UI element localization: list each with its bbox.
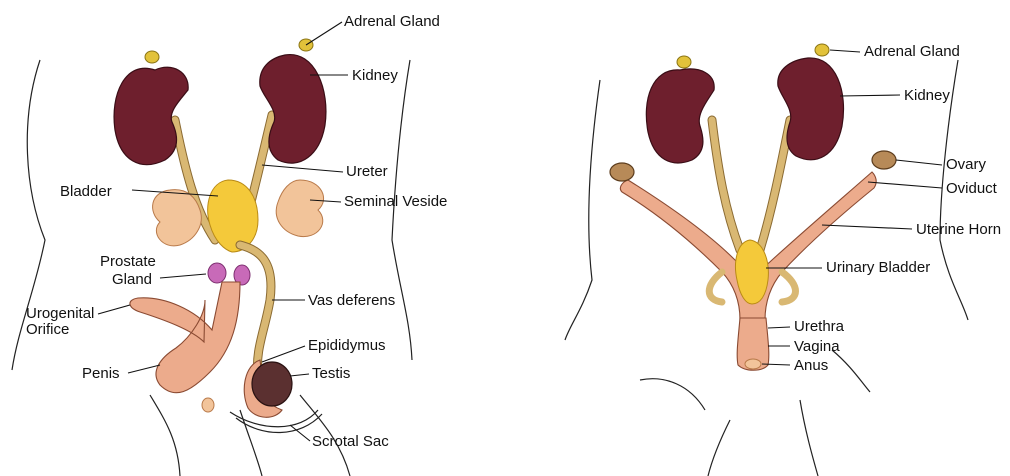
female-adrenal-left (677, 56, 691, 68)
male-penis (130, 282, 240, 393)
male-figure: Adrenal Gland Kidney Ureter Bladder Semi… (12, 13, 447, 476)
label-male-scrotal: Scrotal Sac (312, 433, 389, 450)
label-male-urogenital-2: Orifice (26, 321, 69, 338)
label-male-prostate-2: Gland (112, 271, 152, 288)
label-female-bladder: Urinary Bladder (826, 259, 930, 276)
label-male-epididymus: Epididymus (308, 337, 386, 354)
male-penis-tip (202, 398, 214, 412)
male-body-outline-right (392, 60, 412, 360)
female-figure: Adrenal Gland Kidney Ovary Oviduct Uteri… (565, 43, 1001, 476)
female-kidney-right (778, 58, 844, 160)
label-male-seminal: Seminal Veside (344, 193, 447, 210)
male-adrenal-left (145, 51, 159, 63)
female-anus (745, 359, 761, 369)
label-male-kidney: Kidney (352, 67, 398, 84)
label-male-penis: Penis (82, 365, 120, 382)
female-ovary-right (872, 151, 896, 169)
female-kidney-left (646, 69, 714, 163)
label-female-vagina: Vagina (794, 338, 840, 355)
label-male-adrenal: Adrenal Gland (344, 13, 440, 30)
label-male-testis: Testis (312, 365, 350, 382)
label-female-anus: Anus (794, 357, 828, 374)
label-female-kidney: Kidney (904, 87, 950, 104)
label-female-urethra: Urethra (794, 318, 845, 335)
male-seminal-vesicle-right (276, 180, 323, 237)
male-vas-deferens (240, 245, 271, 375)
female-body-outline-left (565, 80, 600, 340)
label-female-oviduct: Oviduct (946, 180, 998, 197)
label-male-ureter: Ureter (346, 163, 388, 180)
male-kidney-right (260, 55, 326, 164)
label-female-uterine: Uterine Horn (916, 221, 1001, 238)
label-male-vas: Vas deferens (308, 292, 395, 309)
label-male-prostate-1: Prostate (100, 253, 156, 270)
male-testis (252, 362, 292, 406)
female-ovary-left (610, 163, 634, 181)
label-male-bladder: Bladder (60, 183, 112, 200)
female-ureter-right (760, 120, 790, 250)
female-oviduct-loop-left (709, 272, 722, 302)
label-male-urogenital-1: Urogenital (26, 305, 94, 322)
male-seminal-vesicle-left (153, 190, 202, 246)
male-prostate-left (208, 263, 226, 283)
female-oviduct-loop-right (782, 272, 796, 302)
label-female-ovary: Ovary (946, 156, 987, 173)
female-adrenal-right (815, 44, 829, 56)
label-female-adrenal: Adrenal Gland (864, 43, 960, 60)
